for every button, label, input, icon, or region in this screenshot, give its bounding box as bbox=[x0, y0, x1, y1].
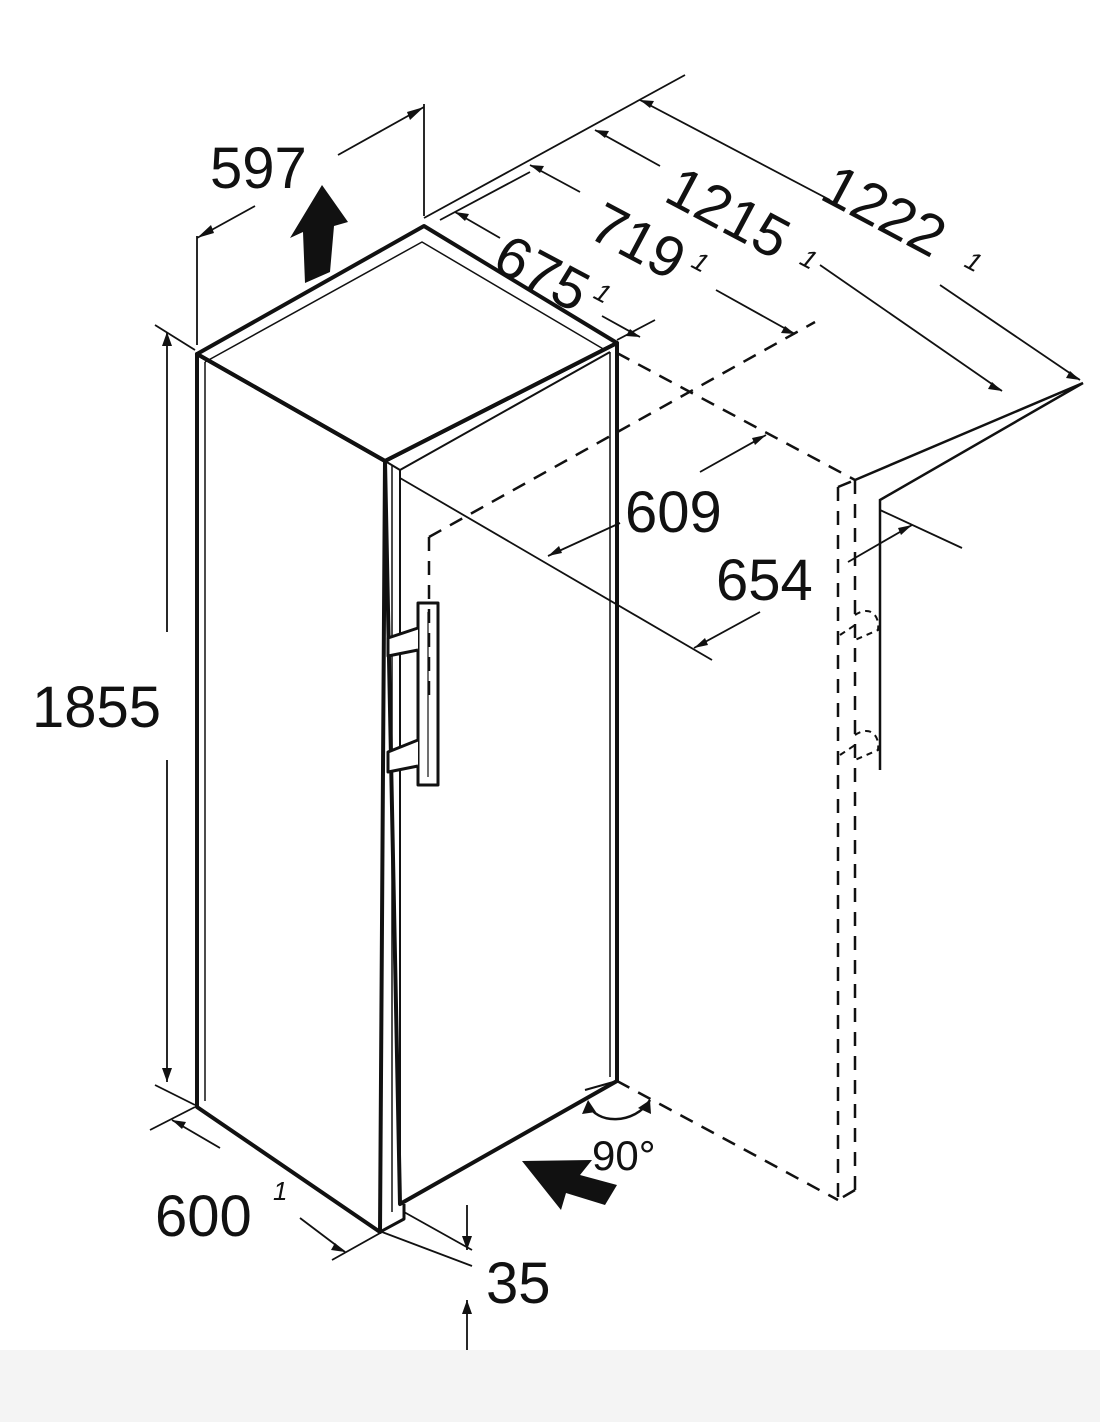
bottom-strip bbox=[0, 1350, 1100, 1422]
cabinet-side-face bbox=[195, 352, 387, 1234]
open-door-dashed bbox=[427, 320, 857, 1202]
base-plinth bbox=[379, 1204, 406, 1234]
door-handle bbox=[386, 601, 440, 787]
dim-door-angle: 90° bbox=[592, 1132, 656, 1179]
dim-depth-open-note: 1 bbox=[795, 242, 822, 275]
dim-depth-open-total: 1222 bbox=[812, 152, 956, 270]
wall-outline bbox=[854, 381, 1084, 770]
cabinet-top-inner-edge bbox=[204, 241, 606, 363]
appliance-body bbox=[195, 224, 619, 1234]
dim-clearance: 35 bbox=[486, 1251, 551, 1316]
dim-base-width-note: 1 bbox=[273, 1176, 287, 1206]
dim-depth-open-total-note: 1 bbox=[960, 245, 987, 278]
dim-door-open-width: 654 bbox=[716, 548, 813, 613]
dim-depth-handle-note: 1 bbox=[687, 245, 714, 278]
dim-depth-closed-note: 1 bbox=[589, 276, 616, 309]
push-arrow-icon bbox=[522, 1160, 617, 1210]
base-plinth-right bbox=[584, 1065, 618, 1091]
dim-depth-closed: 675 bbox=[484, 222, 600, 325]
dim-height: 1855 bbox=[32, 675, 161, 740]
arrowheads bbox=[162, 100, 1080, 1314]
open-door-hinges bbox=[839, 610, 880, 761]
up-arrow-icon bbox=[290, 185, 348, 283]
door-top-edge bbox=[384, 351, 611, 471]
dim-width: 597 bbox=[210, 136, 307, 201]
door-angle-arc bbox=[582, 1099, 652, 1121]
dim-base-width: 600 bbox=[155, 1184, 252, 1249]
dim-door-width: 609 bbox=[625, 480, 722, 545]
